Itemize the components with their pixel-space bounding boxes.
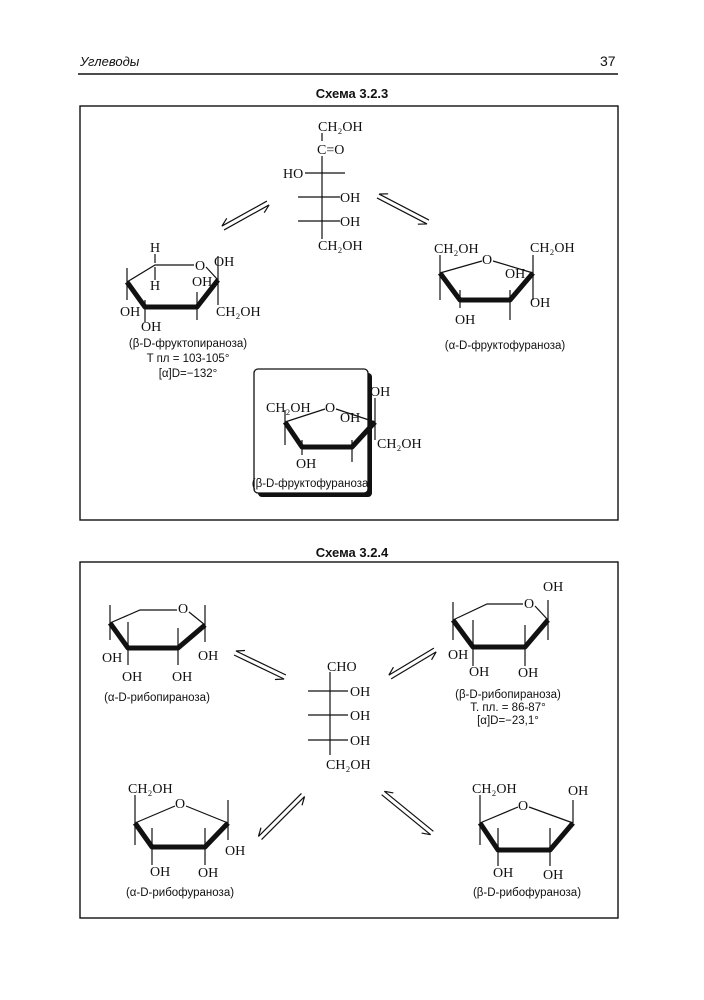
page-number: 37 <box>600 53 616 69</box>
scheme-3-2-3-title: Схема 3.2.3 <box>316 86 389 101</box>
formula-label: C=O <box>317 143 344 158</box>
scheme-3-2-4-title: Схема 3.2.4 <box>316 545 389 560</box>
formula-label: OH <box>543 868 563 883</box>
structure-name: (β-D-фруктофураноза) <box>252 478 373 490</box>
formula-label: OH <box>102 651 122 666</box>
equilibrium-arrow <box>233 649 287 681</box>
formula-label: OH <box>340 215 360 230</box>
formula-label: CH₂OH <box>266 401 311 416</box>
formula-label: O <box>482 253 492 268</box>
formula-label: CH₂OH <box>377 437 422 452</box>
formula-label: CH₂OH <box>530 241 575 256</box>
formula-label: H <box>150 241 160 256</box>
formula-label: OH <box>120 305 140 320</box>
equilibrium-arrow <box>388 647 437 680</box>
scheme-3-2-4-frame <box>79 561 619 919</box>
structure-name: (α-D-фруктофураноза) <box>445 340 566 352</box>
specific-rotation: [α]D=−132° <box>159 368 218 380</box>
formula-label: CH₂OH <box>472 782 517 797</box>
formula-label: CH₂OH <box>318 120 363 135</box>
melting-point: T пл = 103-105° <box>147 353 230 365</box>
formula-label: CH₂OH <box>128 782 173 797</box>
formula-label: CH₂OH <box>434 242 479 257</box>
formula-label: OH <box>370 385 390 400</box>
formula-label: O <box>178 602 188 617</box>
alpha-d-fructofuranose: CH₂OH O CH₂OH OH OH OH (α-D-фруктофурано… <box>434 241 575 352</box>
running-header: Углеводы <box>79 54 140 69</box>
melting-point: Т. пл. = 86-87° <box>470 702 545 714</box>
formula-label: OH <box>543 580 563 595</box>
formula-label: H <box>150 279 160 294</box>
formula-label: OH <box>350 685 370 700</box>
structure-name: (β-D-рибопираноза) <box>455 689 561 701</box>
formula-label: O <box>325 401 335 416</box>
formula-label: OH <box>198 649 218 664</box>
equilibrium-arrow <box>376 193 430 225</box>
formula-label: HO <box>283 167 303 182</box>
alpha-d-ribofuranose: CH₂OH O OH OH OH (α-D-рибофураноза) <box>126 782 245 899</box>
formula-label: CH₂OH <box>318 239 363 254</box>
formula-label: OH <box>568 784 588 799</box>
beta-d-ribofuranose: CH₂OH O OH OH OH (β-D-рибофураноза) <box>472 782 588 899</box>
formula-label: CHO <box>327 660 357 675</box>
equilibrium-arrow <box>221 200 270 231</box>
scheme-3-2-3-frame <box>79 105 619 521</box>
formula-label: OH <box>448 648 468 663</box>
formula-label: CH₂OH <box>216 305 261 320</box>
formula-label: OH <box>469 665 489 680</box>
formula-label: OH <box>518 666 538 681</box>
formula-label: OH <box>296 457 316 472</box>
formula-label: O <box>524 597 534 612</box>
formula-label: OH <box>340 411 360 426</box>
equilibrium-arrows <box>221 193 437 840</box>
formula-label: OH <box>505 267 525 282</box>
formula-label: OH <box>198 866 218 881</box>
formula-label: OH <box>340 191 360 206</box>
formula-label: CH₂OH <box>326 758 371 773</box>
beta-d-fructofuranose-highlighted: CH₂OH O OH OH CH₂OH OH (β-D-фруктофурано… <box>252 368 422 497</box>
formula-label: OH <box>214 255 234 270</box>
structure-name: (β-D-фруктопираноза) <box>129 338 247 350</box>
structure-name: (α-D-рибопираноза) <box>104 692 210 704</box>
beta-d-fructopyranose: H O OH OH H OH OH CH₂OH (β-D-фруктопиран… <box>120 241 261 380</box>
formula-label: OH <box>350 734 370 749</box>
fructose-fischer-projection: CH₂OH C=O HO OH OH CH₂OH <box>283 120 363 254</box>
structure-name: (α-D-рибофураноза) <box>126 887 234 899</box>
formula-label: OH <box>350 709 370 724</box>
structure-name: (β-D-рибофураноза) <box>473 887 581 899</box>
formula-label: O <box>175 797 185 812</box>
alpha-d-ribopyranose: O OH OH OH OH (α-D-рибопираноза) <box>102 602 218 704</box>
formula-label: O <box>195 259 205 274</box>
formula-label: OH <box>225 844 245 859</box>
specific-rotation: [α]D=−23,1° <box>477 715 539 727</box>
equilibrium-arrow <box>381 790 434 836</box>
formula-label: OH <box>493 866 513 881</box>
ribose-fischer-projection: CHO OH OH OH CH₂OH <box>308 660 371 773</box>
formula-label: O <box>518 799 528 814</box>
beta-d-ribopyranose: OH O OH OH OH (β-D-рибопираноза) Т. пл. … <box>448 580 563 727</box>
formula-label: OH <box>150 865 170 880</box>
formula-label: OH <box>122 670 142 685</box>
equilibrium-arrow <box>257 793 306 840</box>
formula-label: OH <box>141 320 161 335</box>
formula-label: OH <box>455 313 475 328</box>
formula-label: OH <box>192 275 212 290</box>
formula-label: OH <box>172 670 192 685</box>
formula-label: OH <box>530 296 550 311</box>
